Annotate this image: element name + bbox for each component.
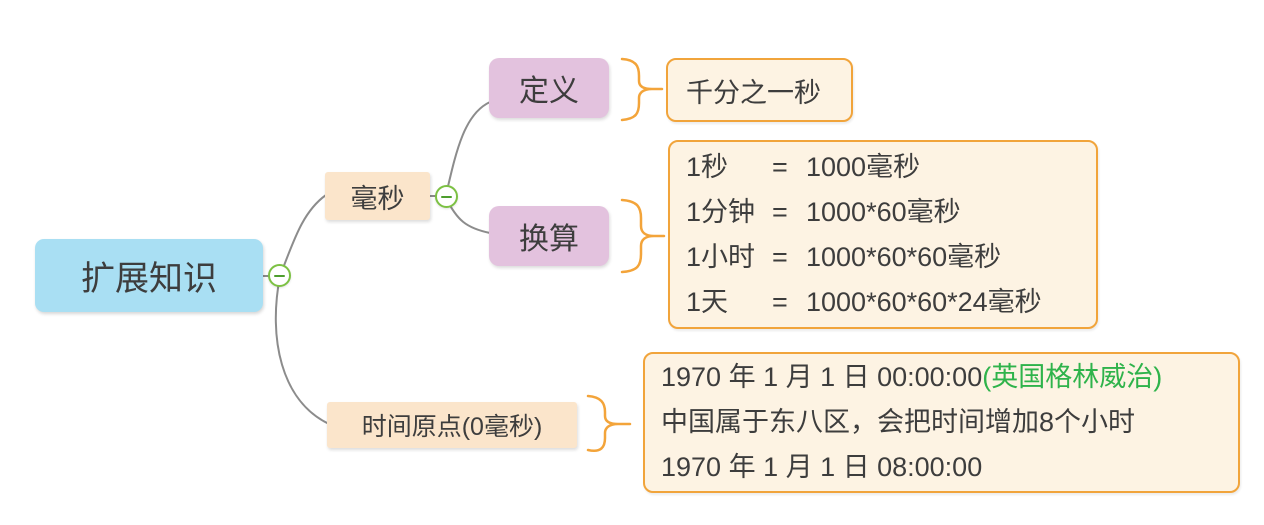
conversion-item: 1天 [686,287,729,317]
origin-line-2: 中国属于东八区，会把时间增加8个小时 [661,407,1136,437]
conversion-item: 1秒 [686,152,729,182]
origin-line-1-text: 1970 年 1 月 1 日 00:00:00 [661,362,983,392]
connector-root-to-time-origin [274,275,330,425]
conversion-row: 1分钟 = 1000*60毫秒 [686,190,1080,235]
origin-line-3: 1970 年 1 月 1 日 08:00:00 [661,452,983,482]
equals-sign: = [772,197,788,227]
equals-sign: = [772,152,788,182]
root-topic[interactable]: 扩展知识 [35,239,263,312]
brace-conversion [620,198,666,274]
origin-line-1: 1970 年 1 月 1 日 00:00:00(英国格林威治) [661,355,1222,400]
minus-icon [274,274,285,277]
conversion-value: 1000*60*60*24毫秒 [806,287,1042,317]
conversion-value: 1000毫秒 [806,152,921,182]
brace-time-origin [586,394,632,452]
topic-milliseconds[interactable]: 毫秒 [325,172,430,220]
topic-conversion[interactable]: 换算 [489,206,609,266]
conversion-row: 1小时 = 1000*60*60毫秒 [686,235,1080,280]
topic-time-origin[interactable]: 时间原点(0毫秒) [327,402,577,448]
connector-root-to-milliseconds [279,194,327,277]
collapse-button-root[interactable] [268,264,291,287]
conversion-item: 1分钟 [686,197,756,227]
conversion-value: 1000*60*60毫秒 [806,242,1002,272]
origin-line-1-highlight: (英国格林威治) [982,362,1163,392]
conversion-detail-box[interactable]: 1秒 = 1000毫秒 1分钟 = 1000*60毫秒 1小时 = 1000*60*60毫秒… [668,140,1098,329]
time-origin-detail-box[interactable]: 1970 年 1 月 1 日 00:00:00(英国格林威治) 中国属于东八区，… [643,352,1240,493]
brace-definition [620,57,664,122]
connector-milliseconds-to-definition [445,101,491,196]
definition-detail-box[interactable]: 千分之一秒 [666,58,853,122]
topic-definition[interactable]: 定义 [489,58,609,118]
conversion-row: 1秒 = 1000毫秒 [686,145,1080,190]
conversion-value: 1000*60毫秒 [806,197,961,227]
conversion-item: 1小时 [686,242,756,272]
conversion-row: 1天 = 1000*60*60*24毫秒 [686,280,1080,325]
minus-icon [441,195,452,198]
collapse-button-milliseconds[interactable] [435,185,458,208]
equals-sign: = [772,242,788,272]
definition-text: 千分之一秒 [686,77,821,108]
equals-sign: = [772,287,788,317]
